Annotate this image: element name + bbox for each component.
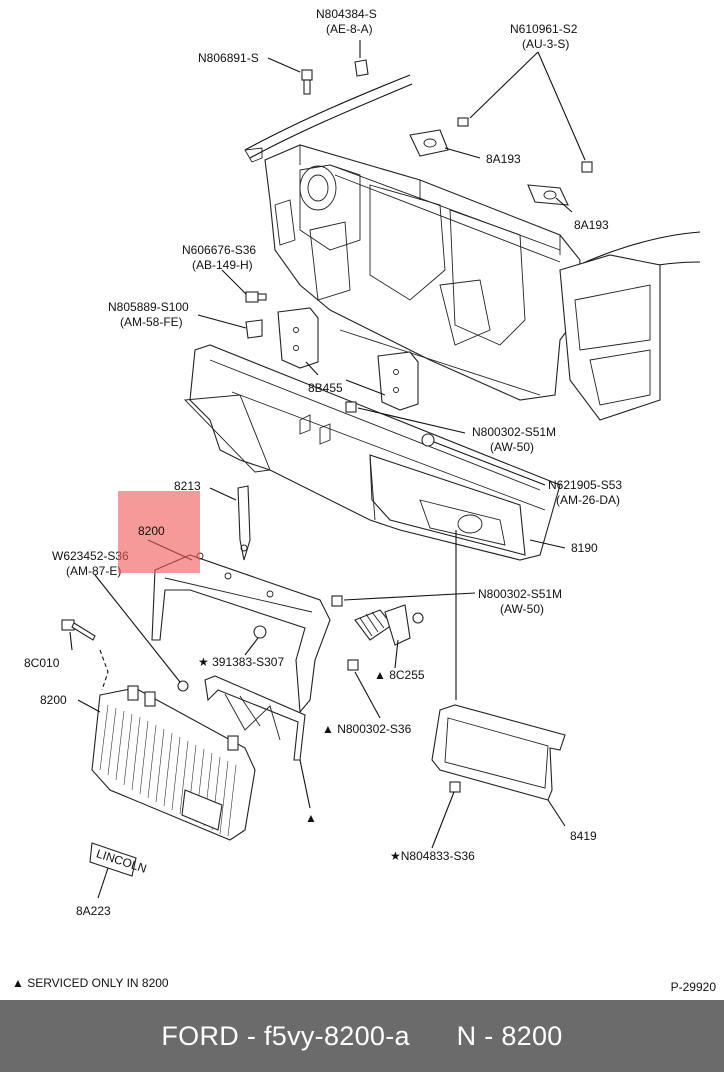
footer-part-number: FORD - f5vy-8200-a N - 8200: [161, 1020, 563, 1051]
label-n621905: N621905-S53: [548, 478, 622, 492]
label-n606676-sub: (AB-149-H): [192, 258, 253, 272]
label-n800302-middle-sub: (AW-50): [500, 602, 544, 616]
screw-n804833: [449, 781, 461, 793]
reinforcement-8213: [237, 485, 251, 561]
screw-n610961-b: [581, 161, 593, 173]
grille-opening-panel-8190: [184, 344, 561, 561]
footer-bar: FORD - f5vy-8200-a N - 8200: [0, 1000, 724, 1072]
grille-8200: [91, 685, 256, 841]
label-w623452-sub: (AM-87-E): [66, 564, 121, 578]
bracket-8b455-left: [277, 307, 319, 369]
callout-labels: N804384-S (AE-8-A) N610961-S2 (AU-3-S) N…: [24, 7, 622, 918]
bracket-8c255: [354, 604, 424, 646]
label-n610961-sub: (AU-3-S): [522, 37, 569, 51]
bolt-8c010: [61, 619, 96, 641]
label-n800302-upper-sub: (AW-50): [490, 440, 534, 454]
figure-reference: P-29920: [670, 980, 716, 994]
label-8190: 8190: [571, 541, 598, 555]
label-n800302-upper: N800302-S51M: [472, 425, 556, 439]
label-n804384: N804384-S: [316, 7, 377, 21]
label-8c010: 8C010: [24, 656, 60, 670]
label-8a193-upper: 8A193: [486, 152, 521, 166]
nameplate-8a223: LINCOLN: [89, 842, 148, 877]
label-w623452: W623452-S36: [52, 549, 129, 563]
grille-support-frame: [204, 675, 306, 761]
nut-n621905: [421, 433, 435, 447]
label-n805889-sub: (AM-58-FE): [120, 315, 183, 329]
label-n805889: N805889-S100: [108, 300, 189, 314]
label-8c255: ▲ 8C255: [374, 668, 425, 682]
fastener-n806891: [301, 69, 313, 95]
headlamp-bezel-8419: [431, 704, 566, 801]
label-n804384-sub: (AE-8-A): [326, 22, 373, 36]
screw-n800302-c: [347, 659, 359, 671]
bracket-8a193-lower: [527, 184, 569, 206]
label-n610961: N610961-S2: [510, 22, 578, 36]
label-n800302-lower: ▲ N800302-S36: [322, 722, 412, 736]
label-8b455: 8B455: [308, 381, 343, 395]
screw-n610961-a: [457, 117, 469, 127]
label-8200-grille: 8200: [40, 693, 67, 707]
label-8419: 8419: [570, 829, 597, 843]
label-8a223: 8A223: [76, 904, 111, 918]
serviced-note: ▲ SERVICED ONLY IN 8200: [12, 976, 169, 990]
label-n606676: N606676-S36: [182, 243, 256, 257]
nut-n805889: [245, 319, 263, 339]
label-391383: ★ 391383-S307: [198, 655, 284, 669]
bracket-8b455-right: [377, 351, 419, 411]
label-8a193-lower: 8A193: [574, 218, 609, 232]
grille-surround: [151, 552, 331, 714]
label-n806891: N806891-S: [198, 51, 259, 65]
screw-n800302-b: [331, 595, 343, 607]
part-highlight: [118, 491, 200, 573]
parts-diagram: LINCOLN N8: [24, 7, 701, 918]
bolt-n606676: [245, 291, 267, 303]
leader-lines: [69, 40, 586, 899]
bracket-8a193-upper: [409, 129, 449, 157]
radiator-support: [244, 74, 701, 421]
label-triangle-marker: ▲: [305, 811, 317, 825]
label-n804833: ★N804833-S36: [390, 849, 475, 863]
label-n800302-middle: N800302-S51M: [478, 587, 562, 601]
label-n621905-sub: (AM-26-DA): [556, 493, 620, 507]
clip-n804384: [354, 59, 369, 77]
label-8213: 8213: [174, 479, 201, 493]
spring-nut-w623452: [177, 680, 189, 692]
screw-n800302-a: [345, 401, 357, 413]
nut-391383: [253, 625, 267, 639]
